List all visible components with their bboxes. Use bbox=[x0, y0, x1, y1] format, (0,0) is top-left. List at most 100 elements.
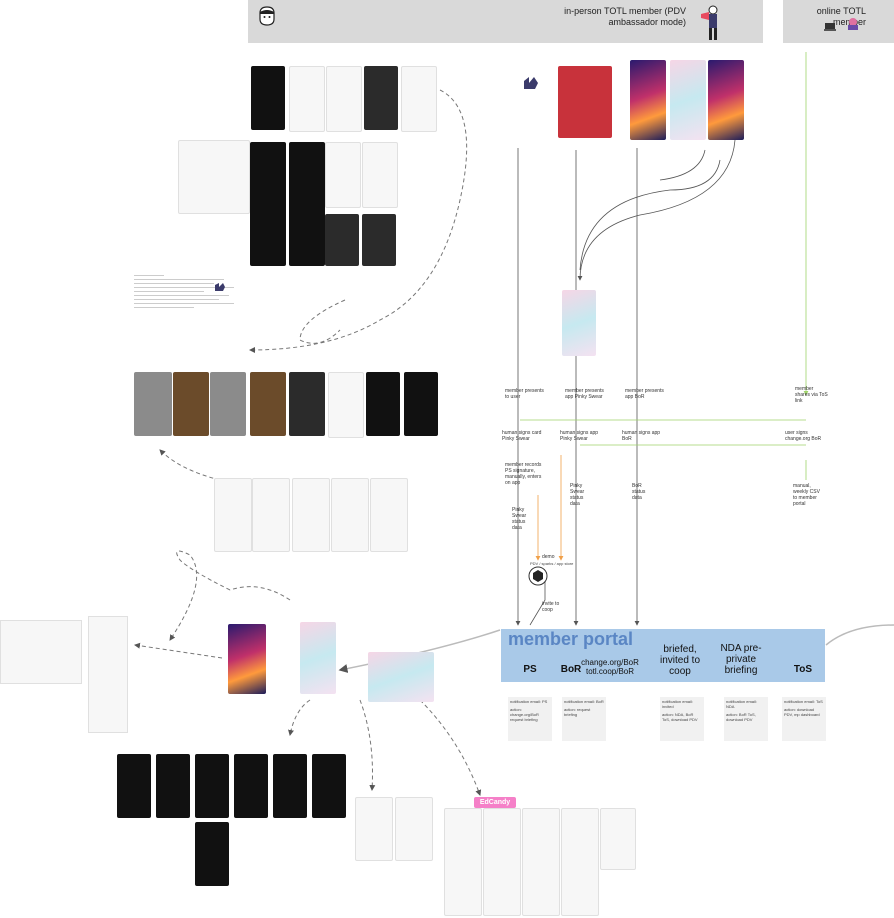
screen-thumbnail bbox=[228, 624, 266, 694]
screen-thumbnail bbox=[522, 808, 560, 916]
screen-thumbnail bbox=[558, 66, 612, 138]
invite-label: invite to coop bbox=[542, 601, 560, 613]
screen-thumbnail bbox=[362, 142, 398, 208]
screen-thumbnail bbox=[404, 372, 438, 436]
note-bor-line: action: request briefing bbox=[564, 707, 591, 717]
demo-sub-label: PDV / sparks / app store bbox=[530, 561, 574, 566]
screen-thumbnail bbox=[156, 754, 190, 818]
portal-col-ps: PS bbox=[523, 664, 537, 675]
portal-col-changeorg: change.org/BoR totl.coop/BoR bbox=[581, 658, 639, 676]
step-presents-app-bor: member presents app BoR bbox=[625, 388, 664, 400]
screen-thumbnail bbox=[395, 797, 433, 861]
inperson-label: in-person TOTL member (PDV ambassador mo… bbox=[564, 6, 686, 27]
step-signs-app-bor: human signs app BoR bbox=[622, 430, 661, 442]
note-briefed-line: action: NDA, BoR ToS, download PDV bbox=[662, 712, 698, 722]
note-nda: notification email: NDA action: BoR ToS,… bbox=[724, 697, 768, 741]
manual-csv: manual, weekly CSV to member portal bbox=[793, 483, 820, 507]
member-portal-title: member portal bbox=[508, 629, 634, 649]
screen-thumbnail bbox=[173, 372, 209, 436]
note-nda-line: notification email: NDA bbox=[726, 699, 757, 709]
screen-thumbnail bbox=[252, 478, 290, 552]
screen-thumbnail bbox=[630, 60, 666, 140]
laptop-icon bbox=[824, 19, 836, 31]
screen-thumbnail bbox=[312, 754, 346, 818]
screen-thumbnail bbox=[210, 372, 246, 436]
portal-col-nda: NDA pre-private briefing bbox=[720, 643, 762, 676]
note-briefed-line: notification email: invited bbox=[662, 699, 693, 709]
step-signs-changeorg: user signs change.org BoR bbox=[785, 430, 822, 442]
screen-thumbnail bbox=[250, 142, 286, 266]
screen-thumbnail bbox=[289, 142, 325, 266]
screen-thumbnail bbox=[214, 478, 252, 552]
screen-thumbnail bbox=[292, 478, 330, 552]
screen-thumbnail bbox=[326, 66, 362, 132]
screen-thumbnail bbox=[331, 478, 369, 552]
screen-thumbnail bbox=[600, 808, 636, 870]
note-nda-line: action: BoR ToS, download PDV bbox=[726, 712, 756, 722]
portal-col-tos: ToS bbox=[793, 664, 813, 675]
portal-col-briefed: briefed, invited to coop bbox=[659, 644, 701, 677]
screen-thumbnail bbox=[178, 140, 250, 214]
screen-thumbnail bbox=[561, 808, 599, 916]
online-header bbox=[783, 0, 894, 43]
screen-thumbnail bbox=[195, 822, 229, 886]
screen-thumbnail bbox=[366, 372, 400, 436]
pdv-cube-icon bbox=[528, 566, 548, 586]
person-icon bbox=[257, 5, 277, 27]
screen-thumbnail bbox=[370, 478, 408, 552]
screen-thumbnail bbox=[289, 372, 325, 436]
screen-thumbnail bbox=[300, 622, 336, 694]
screen-thumbnail bbox=[273, 754, 307, 818]
screen-thumbnail bbox=[250, 372, 286, 436]
screen-thumbnail bbox=[325, 214, 359, 266]
screen-thumbnail bbox=[234, 754, 268, 818]
note-bor-line: notification email: BoR bbox=[564, 699, 604, 704]
inperson-header bbox=[248, 0, 763, 43]
step-presents-user: member presents to user bbox=[505, 388, 544, 400]
member-portal-bar bbox=[501, 629, 825, 682]
screen-thumbnail bbox=[134, 372, 172, 436]
online-person-icon bbox=[846, 17, 860, 31]
settings-panel bbox=[88, 616, 128, 733]
screen-thumbnail bbox=[355, 797, 393, 861]
demo-label: demo bbox=[542, 554, 555, 560]
note-tos-line: action: download PDV, mp dashboard bbox=[784, 707, 820, 717]
screen-thumbnail bbox=[117, 754, 151, 818]
step-presents-app-ps: member presents app Pinky Swear bbox=[565, 388, 604, 400]
note-briefed: notification email: invited action: NDA,… bbox=[660, 697, 704, 741]
pinky-status-1: Pinky Swear status data bbox=[512, 507, 527, 531]
screen-thumbnail bbox=[670, 60, 706, 140]
screen-thumbnail bbox=[289, 66, 325, 132]
screen-thumbnail bbox=[708, 60, 744, 140]
fist-icon bbox=[213, 280, 227, 292]
screen-thumbnail bbox=[364, 66, 398, 130]
screen-thumbnail bbox=[251, 66, 285, 130]
note-ps: notification email: PS action: change.or… bbox=[508, 697, 552, 741]
step-shares-tos: member shares via ToS link bbox=[795, 386, 828, 404]
step-signs-app-ps: human signs app Pinky Swear bbox=[560, 430, 599, 442]
step-records: member records PS signature, manually, e… bbox=[505, 462, 542, 486]
screen-thumbnail bbox=[325, 142, 361, 208]
screen-thumbnail bbox=[368, 652, 434, 702]
fist-icon bbox=[522, 75, 540, 91]
note-ps-line: notification email: PS bbox=[510, 699, 548, 704]
note-ps-line: action: change.org/BoR request briefing bbox=[510, 707, 539, 722]
screen-thumbnail bbox=[444, 808, 482, 916]
screen-thumbnail bbox=[328, 372, 364, 438]
screen-thumbnail bbox=[483, 808, 521, 916]
screen-thumbnail bbox=[362, 214, 396, 266]
text-document bbox=[134, 272, 244, 342]
pinky-status-2: Pinky Swear status data bbox=[570, 483, 585, 507]
edcandy-tag: EdCandy bbox=[474, 797, 516, 808]
bor-status: BoR status data bbox=[632, 483, 646, 501]
portal-col-bor: BoR bbox=[560, 664, 582, 675]
permissions-panel bbox=[0, 620, 82, 684]
screen-thumbnail bbox=[562, 290, 596, 356]
step-signs-card: human signs card Pinky Swear bbox=[502, 430, 542, 442]
screen-thumbnail bbox=[401, 66, 437, 132]
note-tos-line: notification email: ToS bbox=[784, 699, 823, 704]
note-bor: notification email: BoR action: request … bbox=[562, 697, 606, 741]
note-tos: notification email: ToS action: download… bbox=[782, 697, 826, 741]
screen-thumbnail bbox=[195, 754, 229, 818]
